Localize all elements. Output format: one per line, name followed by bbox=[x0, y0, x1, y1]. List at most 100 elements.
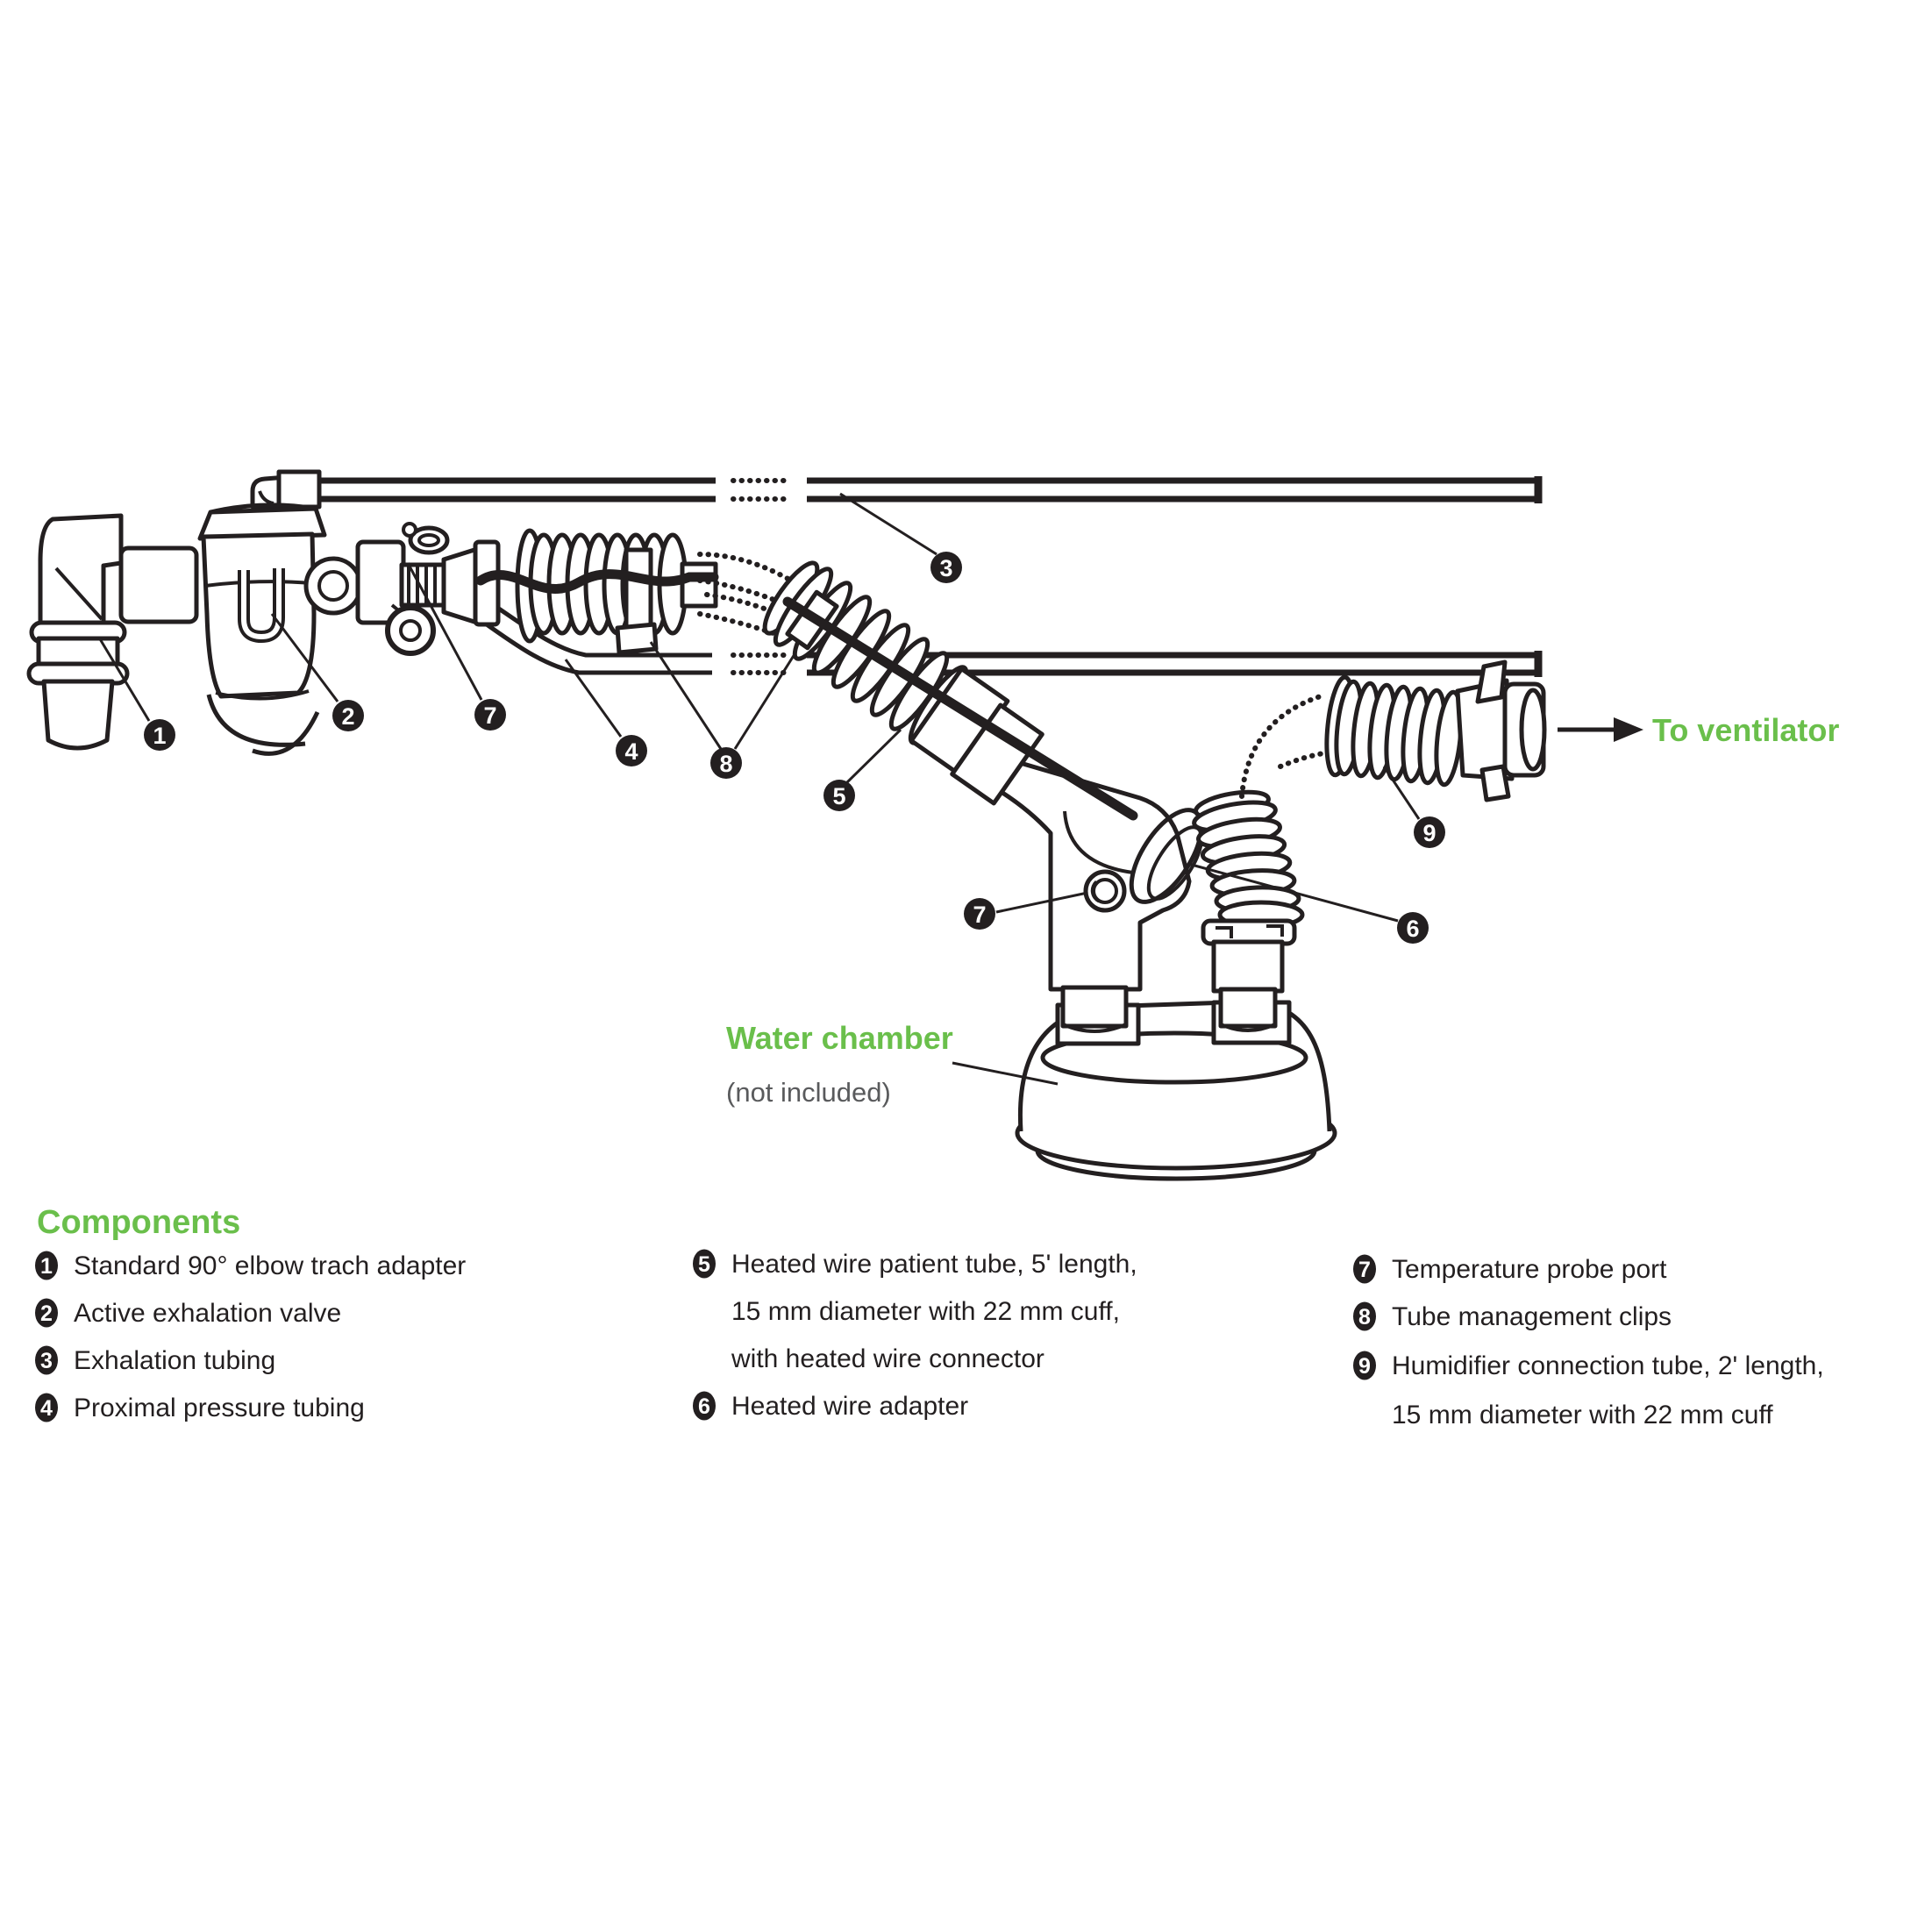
leader-9 bbox=[1382, 766, 1421, 820]
valve-skirt-tip bbox=[252, 710, 320, 756]
adapter-body bbox=[1211, 939, 1285, 994]
chamber-water-line bbox=[1040, 1030, 1308, 1085]
leader-1 bbox=[97, 637, 151, 722]
components-legend: Components 1 Standard 90° elbow trach ad… bbox=[35, 1204, 1824, 1429]
legend-badge-6 bbox=[693, 1391, 716, 1421]
wye-adapter bbox=[782, 596, 1204, 1033]
legend-badge-7-num: 7 bbox=[1358, 1258, 1371, 1282]
heated-wire-left bbox=[475, 569, 719, 594]
marker-3-num: 3 bbox=[939, 555, 952, 581]
water-chamber-label: Water chamber bbox=[726, 1020, 953, 1056]
tube-management-clip-1 bbox=[624, 547, 653, 634]
not-included-label: (not included) bbox=[726, 1077, 891, 1108]
humidifier-mouth-opening bbox=[1519, 688, 1547, 772]
humidifier-cuff-tab-top bbox=[1475, 659, 1508, 704]
wye-body-highlight bbox=[1063, 810, 1134, 874]
legend-badge-4 bbox=[35, 1393, 58, 1422]
valve-u-port-inner bbox=[241, 568, 282, 640]
elbow-body bbox=[38, 513, 124, 631]
elbow-cup bbox=[41, 679, 115, 751]
legend-badge-3 bbox=[35, 1345, 58, 1375]
marker-7b bbox=[964, 898, 995, 930]
leader-7b bbox=[995, 891, 1088, 914]
legend-item-5-line3: with heated wire connector bbox=[731, 1344, 1044, 1373]
exhalation-tube-right-segment bbox=[807, 477, 1536, 503]
callout-leaders bbox=[97, 492, 1421, 923]
swivel-cone bbox=[441, 546, 480, 625]
to-ventilator-label: To ventilator bbox=[1652, 712, 1839, 748]
marker-1 bbox=[144, 719, 175, 751]
leader-2 bbox=[270, 613, 339, 702]
wye-sleeve-band-2 bbox=[950, 702, 1044, 806]
legend-badge-9-num: 9 bbox=[1358, 1354, 1371, 1379]
arrow-head-icon bbox=[1614, 717, 1643, 742]
legend-item-9-line2: 15 mm diameter with 22 mm cuff bbox=[1392, 1401, 1773, 1429]
exhalation-tubing bbox=[317, 476, 1543, 503]
elbow-outlet-cylinder bbox=[118, 545, 199, 624]
marker-5-num: 5 bbox=[832, 783, 845, 809]
marker-7a bbox=[474, 699, 506, 731]
to-ventilator-annotation: To ventilator bbox=[1558, 712, 1839, 748]
legend-badge-3-num: 3 bbox=[40, 1349, 53, 1373]
legend-badge-1 bbox=[35, 1251, 58, 1280]
elbow-trach-adapter bbox=[26, 513, 199, 751]
marker-3 bbox=[930, 552, 962, 583]
legend-item-5-line1: Heated wire patient tube, 5' length, bbox=[731, 1250, 1137, 1279]
heated-wire-adapter bbox=[1192, 789, 1305, 1032]
humidifier-connection-tube bbox=[1239, 659, 1547, 802]
temperature-probe-port-cap-inner bbox=[417, 533, 440, 547]
temperature-probe-port-cap bbox=[408, 525, 450, 555]
legend-badge-8-num: 8 bbox=[1358, 1305, 1371, 1330]
legend-item-8: Tube management clips bbox=[1392, 1302, 1672, 1331]
marker-8-num: 8 bbox=[719, 751, 732, 777]
cap-keeper-ring-hole bbox=[399, 619, 422, 642]
legend-badge-2-num: 2 bbox=[40, 1301, 53, 1326]
marker-2-num: 2 bbox=[341, 703, 354, 730]
temperature-probe-cap-tab bbox=[402, 522, 417, 538]
valve-tube-connector bbox=[276, 469, 322, 510]
legend-badge-2 bbox=[35, 1298, 58, 1328]
water-chamber-annotation: Water chamber (not included) bbox=[726, 1020, 1059, 1108]
humidifier-tube-dotted-arc-1 bbox=[1239, 692, 1329, 799]
valve-body-seam bbox=[204, 580, 313, 588]
wye-bottom-port bbox=[1060, 985, 1129, 1029]
pressure-tube-dotted-break bbox=[731, 652, 787, 675]
marker-9-num: 9 bbox=[1422, 820, 1436, 846]
leader-4 bbox=[564, 659, 623, 738]
legend-column-3: 7 Temperature probe port 8 Tube manageme… bbox=[1353, 1254, 1824, 1429]
tube-management-clip-1-foot bbox=[615, 622, 659, 655]
adapter-port-rim bbox=[1220, 1023, 1276, 1032]
exhalation-tube-dotted-break bbox=[731, 478, 787, 502]
callout-markers: 1 2 7 3 4 8 5 7 6 9 bbox=[144, 552, 1445, 944]
leader-5 bbox=[845, 728, 902, 784]
temperature-probe-port-hole-inner bbox=[1092, 878, 1118, 904]
valve-base-line bbox=[215, 689, 310, 701]
legend-badge-4-num: 4 bbox=[40, 1396, 53, 1421]
active-exhalation-valve bbox=[197, 469, 327, 756]
dotted-arc bbox=[704, 592, 785, 618]
legend-item-4: Proximal pressure tubing bbox=[74, 1394, 365, 1422]
valve-body bbox=[201, 531, 317, 699]
dotted-arc bbox=[697, 611, 776, 636]
legend-heading: Components bbox=[37, 1204, 240, 1241]
marker-6 bbox=[1397, 912, 1429, 944]
marker-2 bbox=[332, 700, 364, 731]
marker-4 bbox=[616, 735, 647, 766]
legend-column-2: 5 Heated wire patient tube, 5' length, 1… bbox=[693, 1249, 1137, 1421]
wye-bottom-port-rim bbox=[1062, 1023, 1127, 1033]
marker-6-num: 6 bbox=[1406, 916, 1419, 942]
water-chamber-leader bbox=[952, 1061, 1059, 1086]
marker-7a-num: 7 bbox=[483, 702, 496, 729]
humidifier-tube-dotted-arc-2 bbox=[1278, 750, 1331, 769]
valve-cap-lip bbox=[210, 503, 317, 515]
legend-column-1: 1 Standard 90° elbow trach adapter 2 Act… bbox=[35, 1251, 466, 1422]
legend-badge-5 bbox=[693, 1249, 716, 1279]
elbow-inner-edge bbox=[54, 567, 103, 621]
marker-4-num: 4 bbox=[624, 738, 638, 765]
chamber-body-outline bbox=[1017, 999, 1332, 1132]
marker-5 bbox=[823, 780, 855, 811]
marker-9 bbox=[1414, 816, 1445, 848]
temperature-probe-port-detail bbox=[1090, 880, 1100, 903]
legend-badge-7 bbox=[1353, 1254, 1376, 1284]
